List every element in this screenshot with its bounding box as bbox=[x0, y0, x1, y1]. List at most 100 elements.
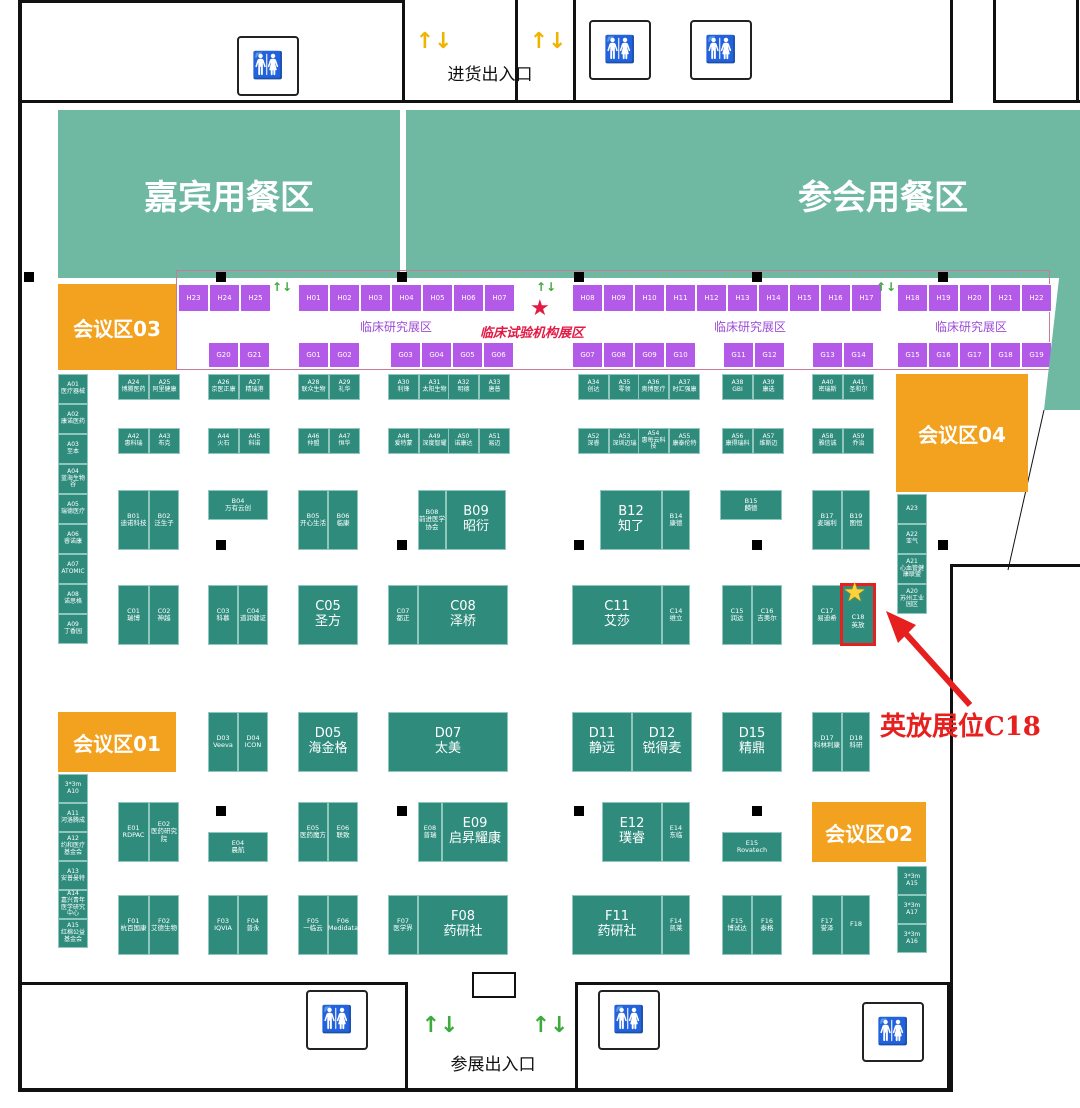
booth-g14[interactable]: G14 bbox=[843, 342, 874, 368]
booth-h15[interactable]: H15 bbox=[789, 284, 820, 312]
booth-h21[interactable]: H21 bbox=[990, 284, 1021, 312]
booth-g08[interactable]: G08 bbox=[603, 342, 634, 368]
booth-h11[interactable]: H11 bbox=[665, 284, 696, 312]
booth-a-lower-right[interactable]: 3*3m A15 bbox=[897, 866, 927, 895]
booth-h24[interactable]: H24 bbox=[209, 284, 240, 312]
booth-g21[interactable]: G21 bbox=[239, 342, 270, 368]
booth-f18[interactable]: F18 bbox=[842, 895, 870, 955]
booth-h18[interactable]: H18 bbox=[897, 284, 928, 312]
booth-h09[interactable]: H09 bbox=[603, 284, 634, 312]
booth-g12[interactable]: G12 bbox=[754, 342, 785, 368]
booth-g09[interactable]: G09 bbox=[634, 342, 665, 368]
booth-h19[interactable]: H19 bbox=[928, 284, 959, 312]
booth-g11[interactable]: G11 bbox=[723, 342, 754, 368]
booth-h16[interactable]: H16 bbox=[820, 284, 851, 312]
booth-g15[interactable]: G15 bbox=[897, 342, 928, 368]
booth-h07[interactable]: H07 bbox=[484, 284, 515, 312]
booth-h17[interactable]: H17 bbox=[851, 284, 882, 312]
booth-h20[interactable]: H20 bbox=[959, 284, 990, 312]
booth-h14[interactable]: H14 bbox=[758, 284, 789, 312]
booth-g20[interactable]: G20 bbox=[208, 342, 239, 368]
booth-h12[interactable]: H12 bbox=[696, 284, 727, 312]
booth-g05[interactable]: G05 bbox=[452, 342, 483, 368]
booth-g04[interactable]: G04 bbox=[421, 342, 452, 368]
booth-h01[interactable]: H01 bbox=[298, 284, 329, 312]
booth-a-lower-right[interactable]: 3*3m A17 bbox=[897, 895, 927, 924]
booth-h04[interactable]: H04 bbox=[391, 284, 422, 312]
booth-g17[interactable]: G17 bbox=[959, 342, 990, 368]
booth-h06[interactable]: H06 bbox=[453, 284, 484, 312]
booth-g01[interactable]: G01 bbox=[298, 342, 329, 368]
booth-h23[interactable]: H23 bbox=[178, 284, 209, 312]
booth-g06[interactable]: G06 bbox=[483, 342, 514, 368]
booth-g02[interactable]: G02 bbox=[329, 342, 360, 368]
booth-g10[interactable]: G10 bbox=[665, 342, 696, 368]
booth-a-lower-right[interactable]: 3*3m A16 bbox=[897, 924, 927, 953]
booth-h03[interactable]: H03 bbox=[360, 284, 391, 312]
booth-h05[interactable]: H05 bbox=[422, 284, 453, 312]
